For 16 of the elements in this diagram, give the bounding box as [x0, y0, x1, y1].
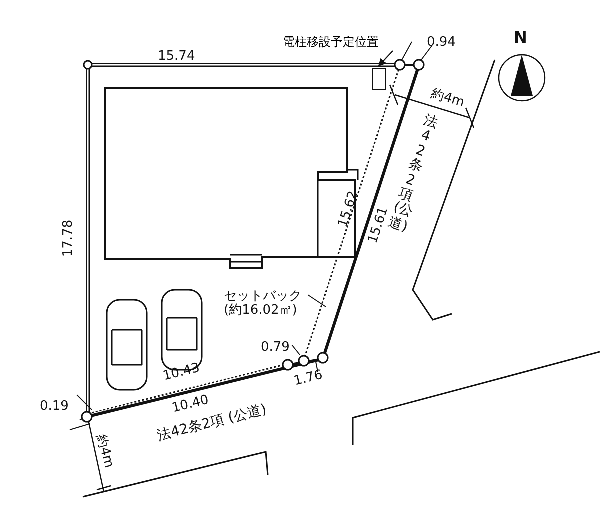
- utility-pole-marker: [372, 68, 386, 90]
- dimension-label: 0.79: [261, 341, 290, 354]
- dimension-label: 0.94: [427, 36, 456, 49]
- dimension-label: 約4m: [94, 433, 116, 470]
- dimension-label: 15.74: [158, 50, 196, 63]
- dimension-label: 10.40: [170, 394, 210, 416]
- dimension-label: 約4m: [430, 87, 466, 110]
- compass-north-label: N: [514, 30, 528, 46]
- dimension-label: 1.76: [292, 368, 324, 388]
- leader-arrow: [378, 50, 394, 67]
- area-label: セットバック: [224, 290, 302, 303]
- area-label: (約16.02㎡): [224, 304, 298, 317]
- dimension-label: 17.78: [62, 220, 76, 258]
- road-label: 法42条2項(公道): [386, 113, 440, 234]
- dimension-label: 0.19: [40, 400, 69, 413]
- callout-label: 電柱移設予定位置: [283, 36, 379, 48]
